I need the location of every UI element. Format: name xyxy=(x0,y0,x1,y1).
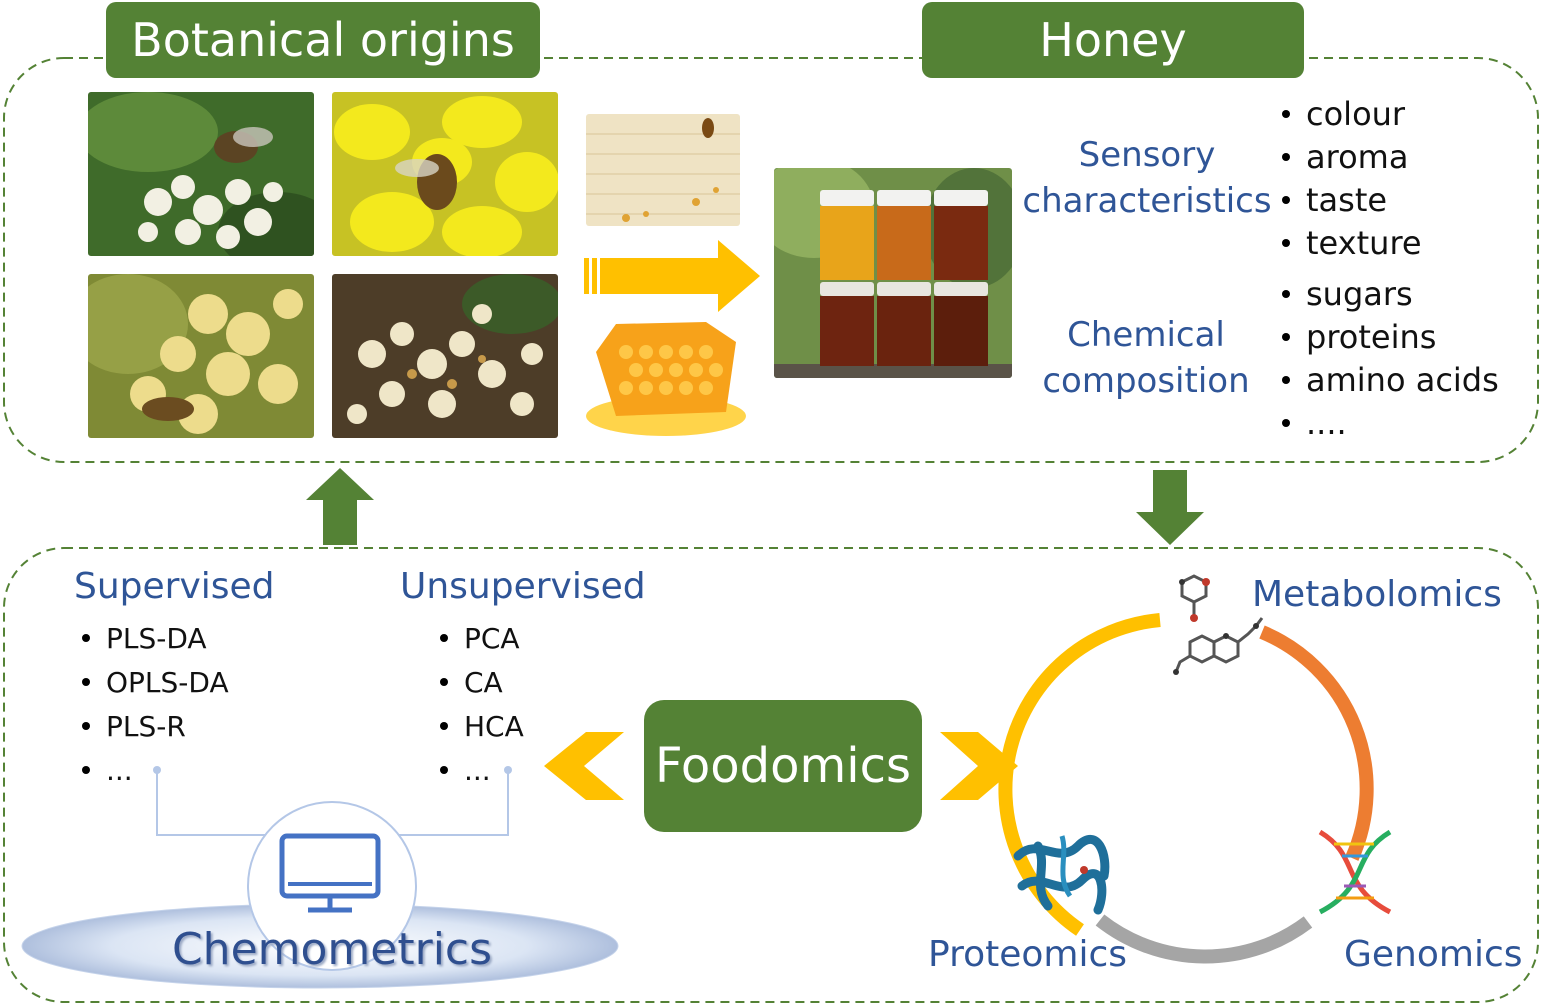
right-chevron-icon xyxy=(940,732,1018,800)
bottom-dashed-box xyxy=(3,547,1539,1003)
chemical-composition-label: Chemical composition xyxy=(1042,315,1250,401)
flower-photo-yellow xyxy=(332,92,558,256)
sensory-characteristics-label: Sensory characteristics xyxy=(1022,135,1272,221)
chemometrics-label: Chemometrics xyxy=(171,924,493,975)
list-item: PLS-DA xyxy=(82,616,229,660)
proteomics-label: Proteomics xyxy=(928,934,1128,975)
cycle-arc-gray xyxy=(1095,914,1313,964)
list-item: .... xyxy=(1282,401,1499,444)
flower-photo-white xyxy=(88,92,314,256)
top-dashed-box xyxy=(3,57,1539,463)
genomics-label: Genomics xyxy=(1344,934,1523,975)
list-item: PLS-R xyxy=(82,704,229,748)
list-item: sugars xyxy=(1282,272,1499,315)
list-item: ... xyxy=(82,748,229,792)
chemometrics-badge xyxy=(21,801,619,989)
flower-photo-clover xyxy=(332,274,558,438)
list-item: proteins xyxy=(1282,315,1499,358)
unsupervised-title: Unsupervised xyxy=(400,566,646,607)
supervised-title: Supervised xyxy=(74,566,275,607)
dna-icon xyxy=(1318,829,1392,915)
list-item: taste xyxy=(1282,178,1422,221)
botanical-origins-title: Botanical origins xyxy=(106,2,540,78)
flow-arrow xyxy=(584,240,760,312)
flower-photo-linden xyxy=(88,274,314,438)
list-item: ... xyxy=(440,748,524,792)
metabolomics-label: Metabolomics xyxy=(1252,574,1502,615)
honey-title: Honey xyxy=(922,2,1304,78)
up-arrow xyxy=(306,468,374,545)
protein-icon xyxy=(1013,835,1110,915)
list-item: colour xyxy=(1282,92,1422,135)
list-item: OPLS-DA xyxy=(82,660,229,704)
chemical-list: sugars proteins amino acids .... xyxy=(1282,272,1499,444)
honeycomb-chunk-photo xyxy=(586,312,746,436)
cycle-arc-yellow xyxy=(998,613,1161,936)
list-item: CA xyxy=(440,660,524,704)
down-arrow xyxy=(1136,470,1204,545)
list-item: aroma xyxy=(1282,135,1422,178)
unsupervised-list: PCA CA HCA ... xyxy=(440,616,524,792)
cycle-arc-orange xyxy=(1259,625,1374,861)
monitor-icon xyxy=(279,833,381,913)
list-item: texture xyxy=(1282,221,1422,264)
left-chevron-icon xyxy=(544,732,624,800)
list-item: HCA xyxy=(440,704,524,748)
honey-jars-photo xyxy=(774,168,1012,378)
list-item: PCA xyxy=(440,616,524,660)
honeycomb-photo xyxy=(586,114,740,226)
foodomics-box: Foodomics xyxy=(644,700,922,832)
molecule-icon xyxy=(1173,574,1264,675)
supervised-list: PLS-DA OPLS-DA PLS-R ... xyxy=(82,616,229,792)
list-item: amino acids xyxy=(1282,358,1499,401)
sensory-list: colour aroma taste texture xyxy=(1282,92,1422,264)
